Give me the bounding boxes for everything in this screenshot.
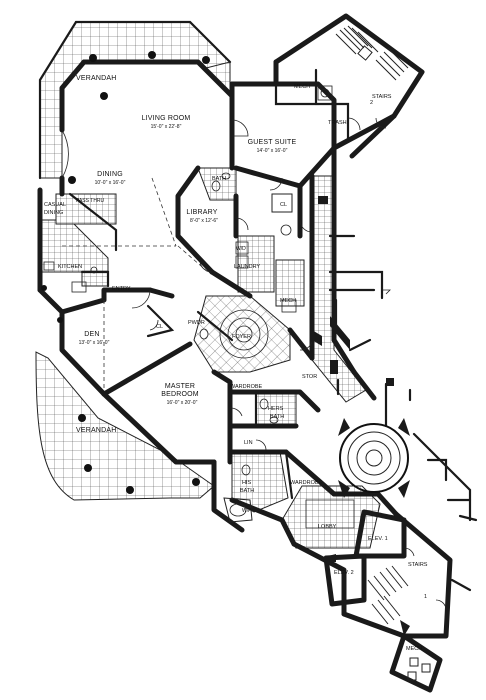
- label-wd: W/D: [236, 246, 246, 252]
- label-verandah-top: VERANDAH: [76, 75, 117, 82]
- label-lin: LIN: [244, 440, 253, 446]
- label-his-bath-2: BATH: [240, 488, 254, 494]
- label-living-room: LIVING ROOM: [142, 115, 191, 122]
- label-trash: TRASH: [328, 120, 347, 126]
- label-casual-dining-2: DINING: [44, 210, 63, 216]
- label-master-bedroom-2: BEDROOM: [161, 391, 199, 398]
- dim-den: 13'-0" x 16'-0": [79, 340, 110, 346]
- label-whirlpool: W/P: [242, 508, 252, 514]
- columns: [41, 51, 210, 494]
- exterior-stubs: [328, 234, 478, 592]
- label-mech-top: MECH: [294, 84, 310, 90]
- rotunda: [338, 418, 410, 498]
- dim-guest-suite: 14'-0" x 16'-0": [257, 148, 288, 154]
- label-mech-bottom: MECH: [406, 646, 422, 652]
- label-hers-bath-2: BATH: [270, 414, 284, 420]
- label-verandah-bottom: VERANDAH: [76, 427, 117, 434]
- label-entry: ENTRY: [112, 286, 131, 292]
- label-kitchen: KITCHEN: [58, 264, 82, 270]
- foyer-tile: [193, 295, 291, 373]
- stairs-1-treads: [367, 565, 409, 625]
- label-lobby: LOBBY: [318, 524, 337, 530]
- exterior-walls: [37, 13, 472, 693]
- label-powder: PWDR: [188, 320, 205, 326]
- verandah-bottom: [35, 351, 215, 501]
- label-master-bedroom-1: MASTER: [165, 383, 195, 390]
- label-hers-bath-1: HERS: [268, 406, 284, 412]
- dashed-lines: [62, 177, 209, 390]
- fixtures: [43, 85, 355, 529]
- label-casual-dining-1: CASUAL: [44, 202, 66, 208]
- foyer-medallion: [219, 309, 269, 359]
- laundry-tile: [237, 235, 305, 307]
- room-labels: VERANDAH LIVING ROOM 15'-0" x 22'-8" GUE…: [44, 75, 428, 652]
- label-pass-thru: PASS THRU: [76, 198, 105, 204]
- label-elev-2: ELEV. 2: [334, 570, 354, 576]
- stairs-2-treads: [335, 25, 409, 81]
- label-stor: STOR: [302, 374, 317, 380]
- wall-blocks: [312, 196, 410, 636]
- dim-master-bedroom: 16'-0" x 20'-0": [167, 400, 198, 406]
- label-his-bath-1: HIS: [242, 480, 252, 486]
- label-wardrobe-lower: WARDROBE: [290, 480, 323, 486]
- label-library: LIBRARY: [186, 209, 217, 216]
- label-cl-upper: CL: [280, 202, 287, 208]
- label-laundry: LAUNDRY: [234, 264, 261, 270]
- doors: [61, 117, 447, 611]
- label-dining: DINING: [97, 171, 123, 178]
- label-cl-den: CL: [156, 324, 163, 330]
- dim-dining: 10'-0" x 16'-0": [95, 180, 126, 186]
- label-mech-mid: MECH: [280, 298, 296, 304]
- label-stairs-1: STAIRS: [408, 562, 428, 568]
- label-stairs-2-num: 2: [370, 100, 373, 106]
- label-den: DEN: [84, 331, 99, 338]
- bath-upper-tile: [197, 167, 237, 201]
- label-stairs-2: STAIRS: [372, 94, 392, 100]
- label-elev-1: ELEV. 1: [368, 536, 388, 542]
- dim-living-room: 15'-0" x 22'-8": [151, 124, 182, 130]
- label-wardrobe-upper: WARDROBE: [230, 384, 263, 390]
- label-stairs-1-num: 1: [424, 594, 427, 600]
- dim-library: 8'-0" x 12'-6": [190, 218, 218, 224]
- label-bath-upper: BATH: [212, 176, 226, 182]
- label-foyer: FOYER: [232, 334, 251, 340]
- label-guest-suite: GUEST SUITE: [248, 139, 297, 146]
- mech-bottom-equip: [407, 657, 431, 681]
